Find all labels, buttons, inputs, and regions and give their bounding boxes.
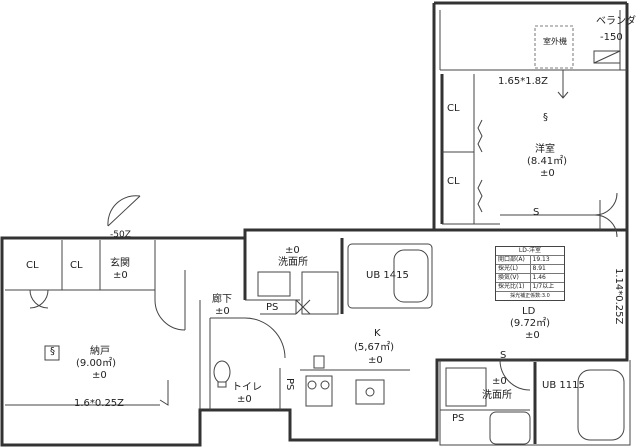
storage-entrance-lines [5,195,201,410]
entrance-name: 玄関 [110,258,130,269]
ld-table-row: 採光比(1)1/7以上 [496,282,564,291]
balcony-outline [439,10,627,99]
kitchen-name: K [374,328,381,339]
ld-dimension: 1.14*0.25Z [613,268,624,325]
kitchen-level: ±0 [368,355,383,366]
balcony-dimension: 1.65*1.8Z [498,76,549,87]
outdoor-unit-label: 室外機 [543,37,567,46]
kitchen-area: (5,67㎡) [354,342,395,353]
pipe-space3-label: PS [452,413,465,424]
ld-table-title: LD-洋室 [518,247,542,254]
kitchen-toilet-lines [209,317,410,410]
sliding-door-s-upper: S [533,207,540,218]
washroom1-level: ±0 [285,245,300,256]
entrance-step: -50Z [110,230,131,240]
toilet-level: ±0 [237,394,252,405]
closet-middle-label: CL [447,176,460,187]
unit-bath2-label: UB 1115 [542,380,585,391]
hall-name: 廊下 [212,294,232,305]
western-room-level: ±0 [540,168,555,179]
hall-level: ±0 [215,306,230,317]
balcony-label: ベランダ [596,16,636,27]
washroom2-name: 洗面所 [482,390,512,401]
balcony-level: -150 [600,32,623,43]
toilet-name: トイレ [232,382,262,393]
storage-room-area: (9.00㎡) [76,358,117,369]
ld-table-row: 採光(L)8.91 [496,264,564,273]
western-room-name: 洋室 [535,144,555,155]
bath-block-lines [243,238,433,315]
washroom1-name: 洗面所 [278,257,308,268]
storage-dimension: 1.6*0.25Z [74,398,125,409]
washroom2-level: ±0 [492,376,507,387]
ld-table-footer: 採光補正係数:3.0 [496,291,564,300]
entrance-level: ±0 [113,270,128,281]
western-room-lines [440,74,618,238]
ld-room-level: ±0 [525,330,540,341]
western-room-area: (8.41㎡) [527,156,568,167]
stairs-symbol-icon: § [543,112,548,123]
storage-room-level: ±0 [92,370,107,381]
closet-upper-label: CL [447,103,460,114]
storage-room-name: 納戸 [90,346,110,357]
pipe-space1-label: PS [266,302,279,313]
sliding-door-s-lower: S [500,350,507,361]
ld-room-name: LD [522,306,536,317]
closet-left-label: CL [26,260,39,271]
pipe-space2-label: PS [284,378,295,391]
closet-entry-label: CL [70,260,83,271]
ld-area-table: LD-洋室 開口部(A)19.13 採光(L)8.91 換気(V)1.46 採光… [495,246,565,301]
ld-room-area: (9.72㎡) [510,318,551,329]
lower-bath-lines [440,359,625,445]
unit-bath1-label: UB 1415 [366,270,409,281]
stairs-symbol-icon: § [50,346,55,357]
ld-table-row: 換気(V)1.46 [496,273,564,282]
ld-table-row: 開口部(A)19.13 [496,255,564,264]
